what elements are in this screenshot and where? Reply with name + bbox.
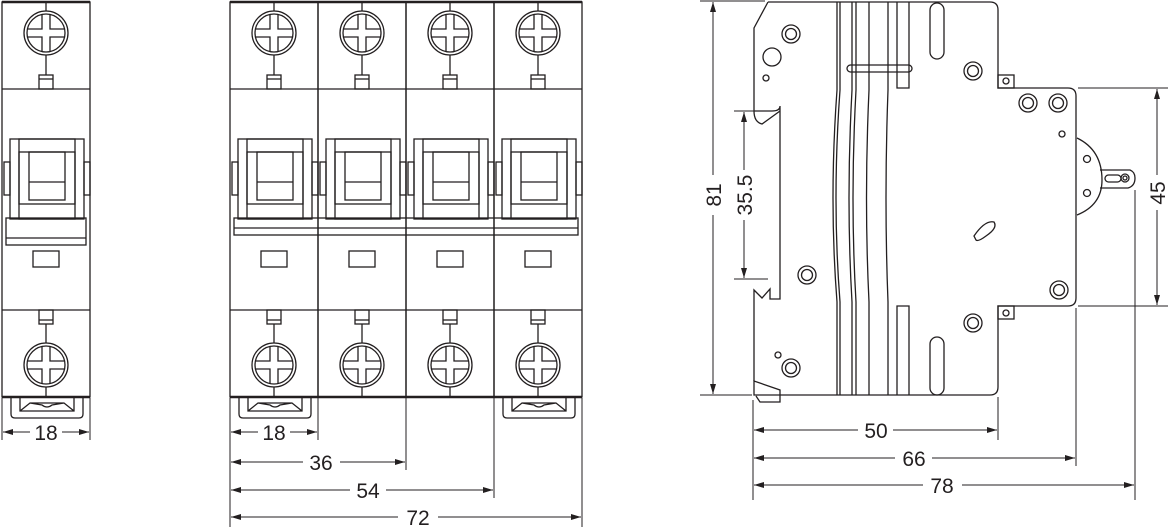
status-indicator-window — [524, 250, 552, 268]
dimension-label-54: 54 — [356, 480, 380, 503]
pole — [229, 0, 319, 419]
four-pole-front-view — [229, 0, 583, 419]
pole — [1, 0, 91, 419]
din-clip — [502, 398, 576, 419]
terminal-screw-icon — [515, 342, 561, 388]
terminal-screw-icon — [427, 10, 473, 56]
dimension-label-35-5: 35.5 — [734, 175, 757, 216]
din-clip — [238, 398, 312, 419]
toggle-handle — [231, 138, 319, 220]
terminal-screw-icon — [339, 342, 385, 388]
toggle-handle — [319, 138, 407, 220]
dimension-label-78: 78 — [930, 475, 953, 498]
screw-holes — [762, 24, 1069, 378]
toggle-handle — [495, 138, 583, 220]
common-trip-bar — [233, 217, 579, 236]
status-indicator-window — [32, 250, 60, 268]
dimension-label-18: 18 — [34, 422, 57, 445]
dimension-label-50: 50 — [864, 420, 887, 443]
single-pole-front-view — [1, 0, 91, 419]
din-clip — [10, 398, 84, 419]
side-view-dimensions: 81 35.5 45 50 66 78 — [700, 0, 1168, 500]
side-view — [753, 1, 1136, 403]
dimension-label-45: 45 — [1147, 181, 1168, 204]
toggle-handle — [1076, 137, 1136, 216]
pole — [493, 0, 583, 419]
toggle-handle — [407, 138, 495, 220]
terminal-screw-icon — [515, 10, 561, 56]
terminal-screw-icon — [427, 342, 473, 388]
dimension-label-66: 66 — [902, 448, 925, 471]
dimension-label-18: 18 — [262, 422, 285, 445]
terminal-screw-icon — [23, 10, 69, 56]
terminal-screw-icon — [251, 342, 297, 388]
terminal-screw-icon — [339, 10, 385, 56]
dimension-label-81: 81 — [703, 183, 726, 206]
pole — [405, 0, 495, 399]
toggle-handle — [3, 138, 91, 220]
pole — [317, 0, 407, 399]
status-indicator-window — [436, 250, 464, 268]
four-pole-width-dimensions: 18 36 54 72 — [229, 398, 583, 528]
dimension-label-36: 36 — [309, 452, 332, 475]
single-pole-width-dimension: 18 — [1, 398, 91, 445]
terminal-screw-icon — [251, 10, 297, 56]
status-indicator-window — [260, 250, 288, 268]
status-indicator-window — [348, 250, 376, 268]
dimension-label-72: 72 — [406, 507, 429, 528]
terminal-screw-icon — [23, 342, 69, 388]
